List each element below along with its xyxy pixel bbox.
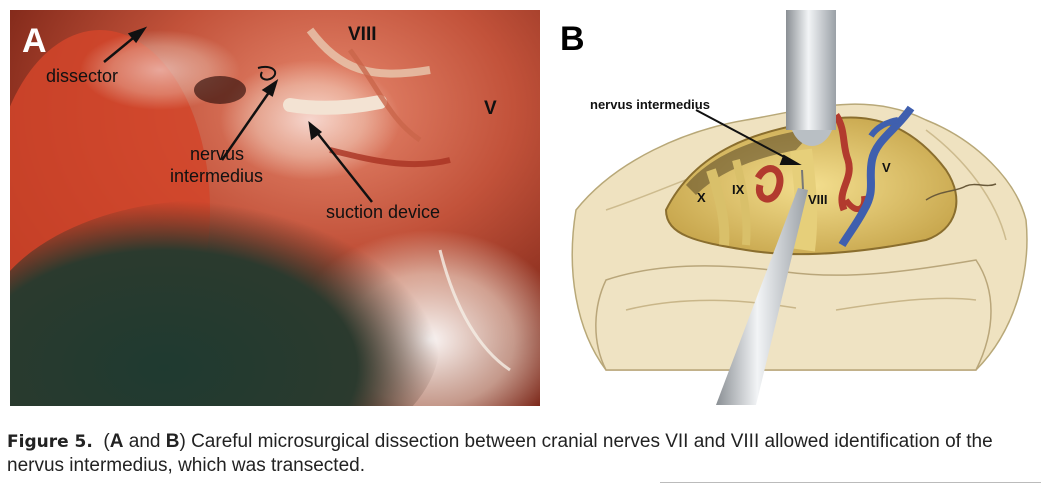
- caption-text: ) Careful microsurgical dissection betwe…: [7, 431, 993, 476]
- panel-a-photo: A dissector VIII V nervus intermedius su…: [10, 10, 540, 406]
- label-suction-device: suction device: [326, 202, 441, 222]
- label-dissector: dissector: [46, 66, 119, 86]
- label-ix: IX: [732, 182, 745, 197]
- caption-a: A: [109, 431, 124, 452]
- divider-line: [660, 482, 1041, 483]
- label-v: V: [882, 160, 891, 175]
- label-nervus-intermedius: nervus intermedius: [590, 97, 710, 112]
- panel-a-letter: A: [22, 22, 47, 60]
- caption-b: B: [165, 431, 180, 452]
- caption-and: and: [123, 431, 166, 452]
- surgical-photo: [10, 10, 540, 406]
- label-nervus-line1: nervus: [190, 144, 245, 164]
- label-viii: VIII: [348, 24, 377, 45]
- figure-caption: Figure 5. (A and B) Careful microsurgica…: [7, 430, 1027, 478]
- panel-b-letter: B: [560, 20, 585, 58]
- label-x: X: [697, 190, 706, 205]
- panel-b-illustration: B nervus intermedius X IX VIII V: [546, 10, 1036, 406]
- label-v: V: [484, 98, 497, 119]
- label-viii: VIII: [808, 192, 828, 207]
- surgical-illustration: [571, 10, 1028, 405]
- label-nervus-line2: intermedius: [170, 166, 264, 186]
- figure-label: Figure 5.: [7, 432, 93, 452]
- caption-open: (: [103, 431, 110, 452]
